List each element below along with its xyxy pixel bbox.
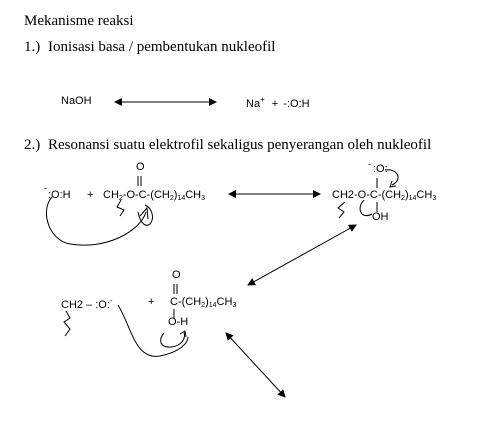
step1-heading: 1.) Ionisasi basa / pembentukan nukleofi…	[24, 40, 275, 55]
curly-arrow-proton-transfer	[117, 304, 189, 357]
diagonal-arrow-upper	[247, 224, 357, 286]
ester-carbonyl-oxygen: O	[136, 161, 145, 173]
nucleophile-label: :O:H	[48, 189, 71, 201]
step2-title: Resonansi suatu elektrofil sekaligus pen…	[48, 137, 432, 153]
step1-title: Ionisasi basa / pembentukan nukleofil	[48, 39, 276, 55]
acid-formula: C-(CH2)14CH3	[170, 296, 237, 310]
acid-carbonyl-oxygen: O	[172, 269, 181, 281]
squiggle-intermediate	[337, 201, 346, 219]
plus-sign: +	[87, 189, 94, 201]
step1-number: 1.)	[24, 39, 41, 55]
step2-heading: 2.) Resonansi suatu elektrofil sekaligus…	[24, 138, 431, 153]
heading: Mekanisme reaksi	[24, 13, 134, 29]
curly-arrow-bottom	[359, 199, 373, 216]
alkoxide-product: CH2 – :O:-	[61, 296, 113, 311]
naoh-label: NaOH	[61, 95, 92, 107]
alkoxide-charge: -	[368, 159, 371, 169]
plus-sign: +	[148, 296, 155, 308]
alkoxide-oxygen: :O:	[373, 163, 388, 175]
hydroxide-charge: -	[283, 98, 287, 110]
curly-arrow-attack	[45, 196, 147, 246]
sodium-cation: Na	[246, 98, 261, 110]
intermediate-formula: CH2-O-C-(CH2)14CH3	[332, 189, 437, 203]
squiggle-ester	[116, 199, 125, 217]
step1-products: Na+ + -:O:H	[246, 96, 310, 110]
curly-arrow-top	[384, 169, 399, 186]
intermediate-hydroxyl: OH	[372, 211, 389, 223]
squiggle-product	[63, 310, 71, 337]
curly-arrow-oh	[160, 331, 185, 348]
plus-sign: +	[271, 98, 279, 110]
ester-formula: CH2-O-C-(CH2)14CH3	[103, 189, 206, 203]
nucleophile-charge: -	[44, 183, 47, 193]
acid-hydroxyl: O-H	[168, 316, 189, 328]
diagonal-arrow-lower	[225, 332, 286, 398]
curly-arrow-carbonyl	[137, 204, 153, 226]
step2-number: 2.)	[24, 137, 41, 153]
sodium-charge: +	[260, 95, 265, 104]
hydroxide-ion: :O:H	[286, 98, 310, 110]
